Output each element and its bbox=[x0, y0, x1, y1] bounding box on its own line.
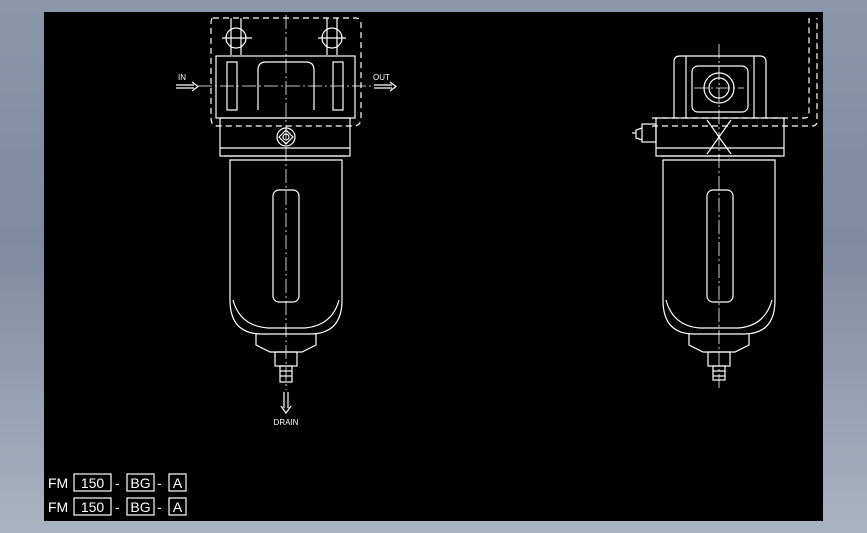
code-size: 150 bbox=[81, 475, 105, 491]
code-suffix: A bbox=[173, 475, 183, 491]
front-view: DRAIN IN OUT bbox=[176, 15, 397, 427]
code-prefix: FM bbox=[48, 499, 68, 515]
outlet-label: OUT bbox=[373, 73, 390, 82]
code-suffix: A bbox=[173, 499, 183, 515]
outlet-arrow-icon bbox=[374, 81, 397, 92]
inlet-label: IN bbox=[178, 73, 186, 82]
model-code-row-1: FM 150 - BG - A bbox=[48, 473, 187, 492]
code-option: BG bbox=[130, 475, 150, 491]
inlet-arrow-icon bbox=[176, 81, 199, 92]
code-prefix: FM bbox=[48, 475, 68, 491]
front-drain-plug bbox=[279, 365, 293, 383]
front-port-left bbox=[222, 18, 252, 55]
code-sep: - bbox=[157, 475, 162, 491]
side-view bbox=[632, 18, 818, 390]
side-knob bbox=[632, 123, 657, 143]
front-head-outline bbox=[210, 17, 362, 127]
front-bowl bbox=[229, 159, 343, 335]
side-bowl bbox=[662, 159, 776, 335]
side-collar bbox=[655, 117, 785, 157]
side-head-block bbox=[673, 55, 767, 118]
front-collar bbox=[219, 117, 351, 157]
drain-arrow-icon bbox=[280, 392, 292, 415]
side-pipe-dashed bbox=[652, 18, 810, 119]
code-size: 150 bbox=[81, 499, 105, 515]
side-sight-glass bbox=[706, 189, 734, 303]
code-option: BG bbox=[130, 499, 150, 515]
drain-label: DRAIN bbox=[274, 418, 299, 427]
code-sep: - bbox=[115, 475, 120, 491]
front-port-right bbox=[318, 18, 346, 55]
code-sep: - bbox=[115, 499, 120, 515]
code-sep: - bbox=[157, 499, 162, 515]
drawing-canvas[interactable] bbox=[44, 12, 823, 521]
model-code-row-2: FM 150 - BG - A bbox=[48, 497, 187, 516]
